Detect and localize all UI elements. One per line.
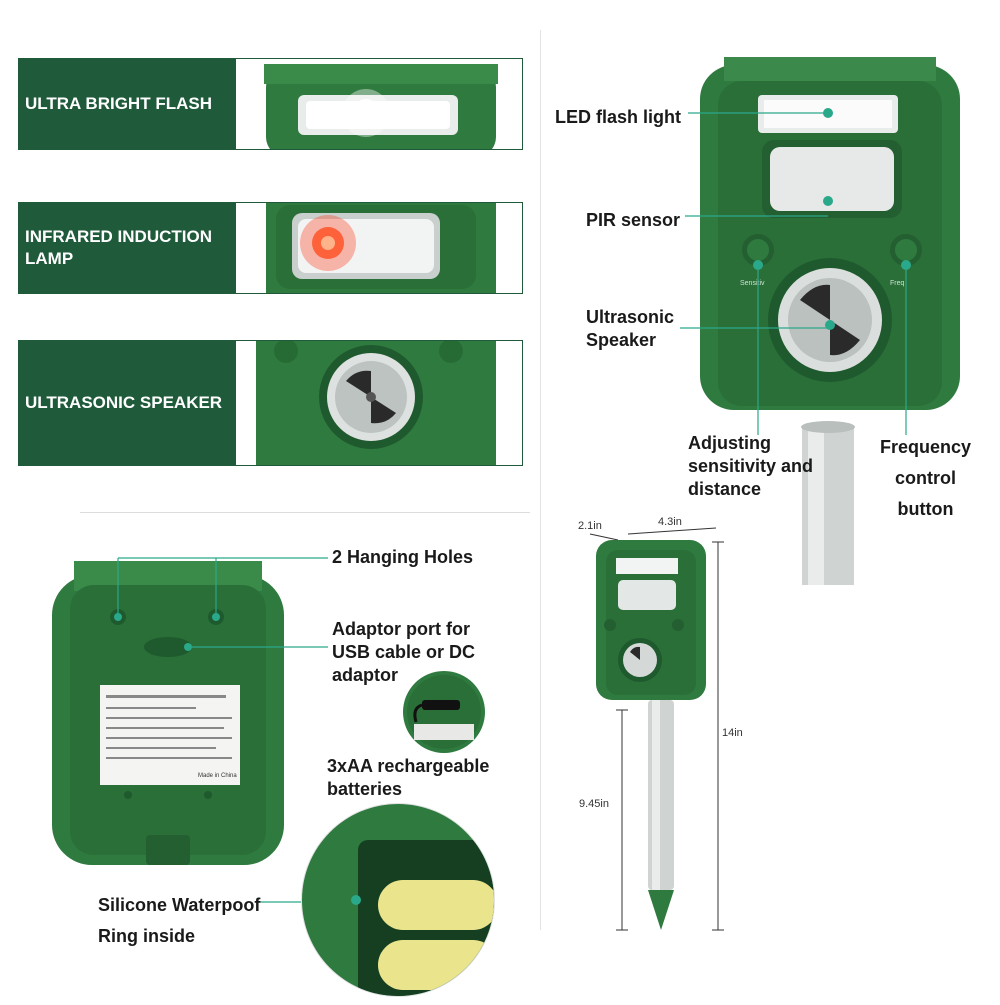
- callout-adaptor: Adaptor port for USB cable or DC adaptor: [332, 619, 476, 685]
- feature-label-speaker: ULTRASONIC SPEAKER: [19, 341, 236, 465]
- frequency-knob-text: Freq: [890, 280, 905, 287]
- dimension-depth: 2.1in: [578, 520, 602, 532]
- feature-label-infrared: INFRARED INDUCTION LAMP: [19, 203, 236, 293]
- vertical-divider: [540, 30, 541, 930]
- horizontal-divider: [80, 512, 530, 513]
- feature-infrared: INFRARED INDUCTION LAMP: [18, 202, 523, 294]
- callout-adjusting: Adjusting sensitivity and distance: [688, 433, 814, 499]
- feature-flash: ULTRA BRIGHT FLASH: [18, 58, 523, 150]
- flash-closeup-image: [236, 59, 522, 149]
- dimension-total-height: 14in: [722, 727, 743, 739]
- feature-speaker: ULTRASONIC SPEAKER: [18, 340, 523, 466]
- feature-label-flash: ULTRA BRIGHT FLASH: [19, 59, 236, 149]
- callout-ring: Silicone Waterpoof Ring inside: [98, 895, 261, 946]
- dimension-width: 4.3in: [658, 516, 682, 528]
- callout-speaker: Ultrasonic Speaker: [586, 307, 675, 350]
- infrared-closeup-image: [236, 203, 522, 293]
- sensitivity-knob-text: Sensitiv: [740, 280, 765, 287]
- dimension-stake-height: 9.45in: [579, 798, 609, 810]
- adaptor-port-closeup: [402, 670, 486, 759]
- dimension-device-image: [560, 510, 760, 955]
- front-device-image: Sensitiv Freq: [690, 55, 970, 657]
- callout-frequency: Frequency control button: [879, 437, 972, 519]
- back-callout-lines: [117, 557, 330, 903]
- callout-holes: 2 Hanging Holes: [332, 547, 474, 567]
- callout-batteries: 3xAA rechargeable batteries: [327, 756, 490, 799]
- callout-pir: PIR sensor: [586, 210, 681, 230]
- battery-compartment-closeup: [298, 800, 498, 1005]
- front-callout-lines: [680, 112, 907, 435]
- speaker-closeup-image: [236, 341, 522, 465]
- made-in-text: Made in China: [198, 773, 237, 779]
- callout-led-flash: LED flash light: [555, 107, 681, 127]
